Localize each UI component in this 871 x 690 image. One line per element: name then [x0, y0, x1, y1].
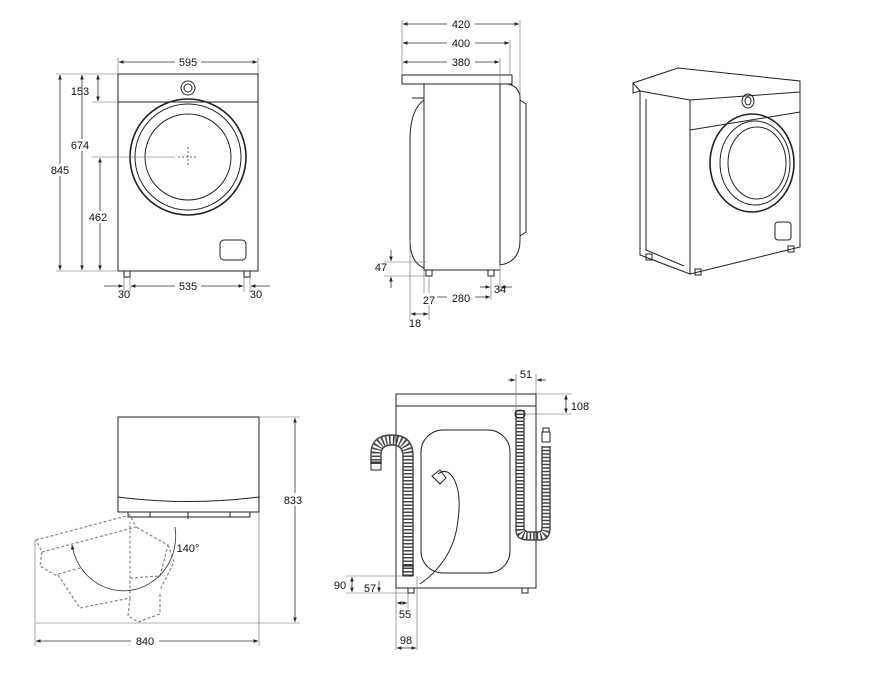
door-center-height-label: 674	[71, 140, 89, 152]
side-foot-span-label: 280	[452, 293, 470, 305]
door-view-height-label: 833	[284, 495, 302, 507]
drain-height-inner-label: 57	[364, 583, 376, 595]
depth-max-label: 420	[452, 19, 470, 31]
door-angle-label: 140°	[177, 543, 200, 555]
front-view: 595 153 674 462 845 30 535 30	[47, 55, 270, 301]
door-opening-view: 140° 833 840	[34, 416, 310, 648]
foot-right-offset-label: 30	[250, 289, 262, 301]
drain-height-label: 90	[334, 580, 346, 592]
front-width-label: 595	[179, 57, 197, 69]
foot-span-label: 535	[179, 281, 197, 293]
side-view: 420 400 380 47 18 27 280 34	[375, 17, 527, 330]
depth-mid-label: 400	[452, 38, 470, 50]
door-bottom-height-label: 462	[89, 212, 107, 224]
foot-height-label: 47	[375, 262, 387, 274]
foot-left-offset-label: 30	[118, 289, 130, 301]
inlet-offset-label: 51	[520, 369, 532, 381]
back-view: 51 108 90 57 55 98	[334, 369, 589, 650]
total-height-label: 845	[51, 165, 69, 177]
inlet-height-label: 108	[571, 401, 589, 413]
total-width-open-label: 840	[136, 636, 154, 648]
drain-offset-label: 98	[400, 635, 412, 647]
depth-body-label: 380	[452, 57, 470, 69]
top-panel-height-label: 153	[71, 86, 89, 98]
foot-offset-door-label: 27	[423, 295, 435, 307]
isometric-view	[632, 67, 801, 276]
drain-offset-inner-label: 55	[399, 609, 411, 621]
foot-offset-back-label: 34	[494, 284, 506, 296]
foot-offset-front-label: 18	[409, 318, 421, 330]
